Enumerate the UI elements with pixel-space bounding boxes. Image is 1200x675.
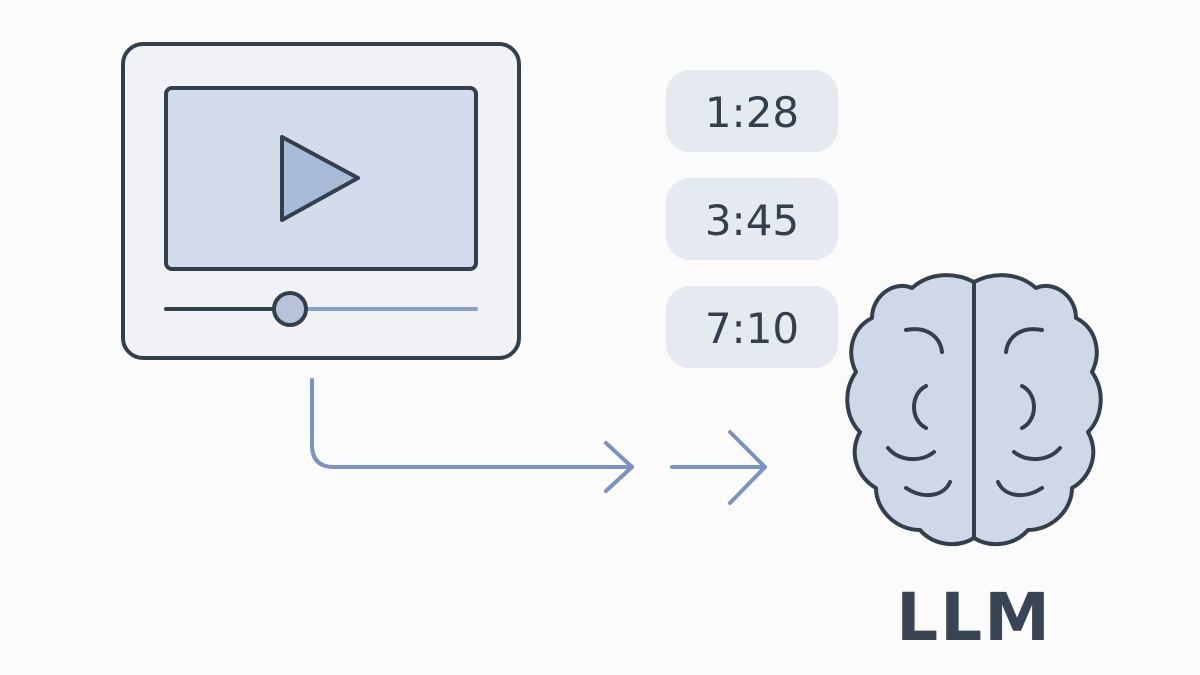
- video-player-icon: [121, 42, 521, 360]
- timestamp-pill: 7:10: [666, 286, 838, 368]
- play-icon: [280, 135, 360, 222]
- timestamp-pill: 1:28: [666, 70, 838, 152]
- brain-folds: [886, 327, 1062, 498]
- timestamp-label: 1:28: [705, 88, 799, 137]
- llm-label: LLM: [896, 579, 1052, 656]
- connector-arrowhead: [604, 441, 634, 493]
- progress-knob: [272, 291, 308, 327]
- arrow-right-icon: [310, 378, 634, 493]
- brain-icon: [845, 273, 1103, 547]
- timestamp-label: 7:10: [705, 304, 799, 353]
- arrow-head: [728, 430, 767, 505]
- timestamp-label: 3:45: [705, 196, 799, 245]
- arrow-right-icon: [670, 430, 767, 505]
- brain-left-hemisphere: [845, 273, 976, 547]
- brain-right-hemisphere: [972, 273, 1103, 547]
- connector-line: [310, 378, 634, 469]
- timestamp-pill: 3:45: [666, 178, 838, 260]
